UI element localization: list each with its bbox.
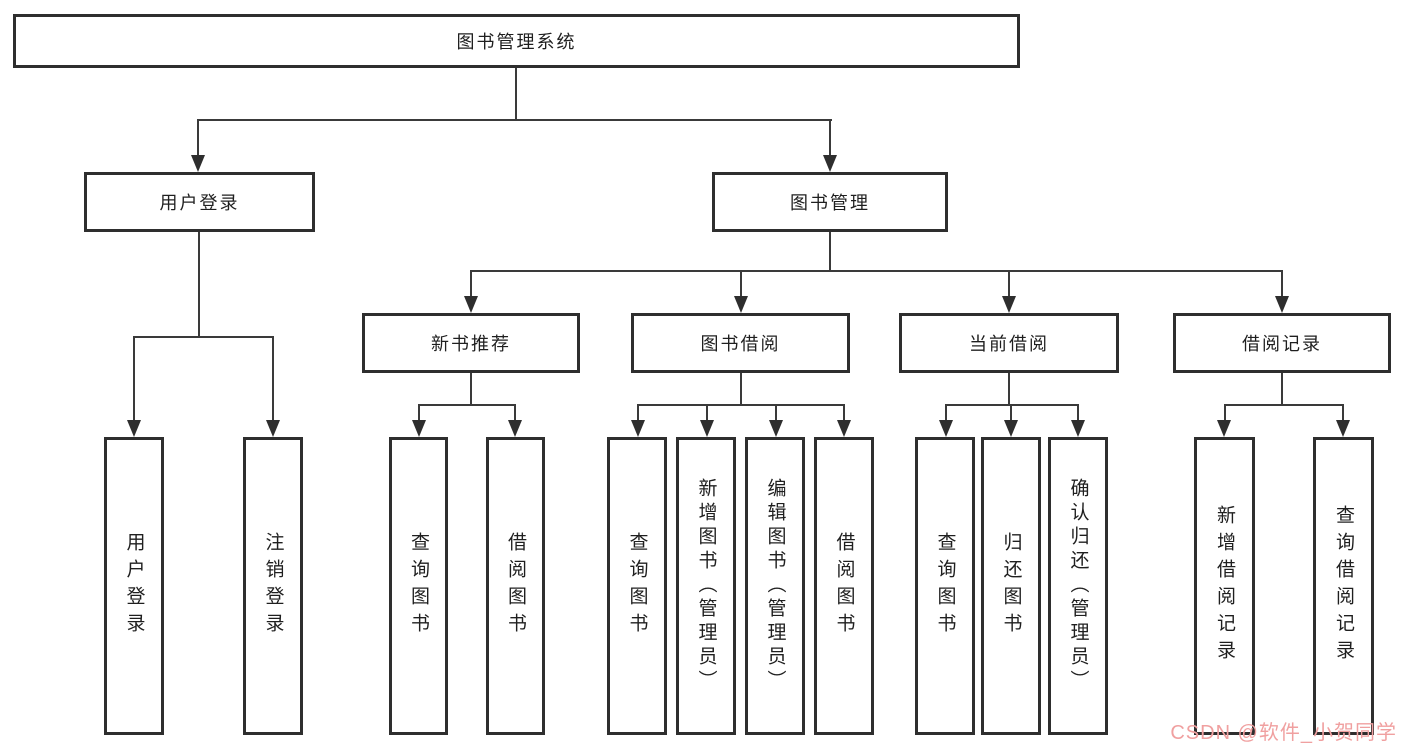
connector-line bbox=[198, 232, 200, 338]
connector-line bbox=[1342, 404, 1344, 423]
arrow-down-icon bbox=[769, 420, 783, 437]
connector-line bbox=[775, 404, 777, 423]
connector-line bbox=[470, 373, 472, 406]
arrow-down-icon bbox=[631, 420, 645, 437]
connector-line bbox=[740, 373, 742, 406]
leaf-nbr-borrow-books: 借阅图书 bbox=[486, 437, 545, 735]
connector-line bbox=[740, 270, 742, 299]
arrow-down-icon bbox=[837, 420, 851, 437]
leaf-bb-edit-books-admin: 编辑图书（管理员） bbox=[745, 437, 805, 735]
arrow-down-icon bbox=[1002, 296, 1016, 313]
arrow-down-icon bbox=[734, 296, 748, 313]
leaf-bb-add-books-admin: 新增图书（管理员） bbox=[676, 437, 736, 735]
leaf-cb-query-books: 查询图书 bbox=[915, 437, 975, 735]
leaf-bb-add-books-admin-label: 新增图书（管理员） bbox=[695, 478, 717, 694]
node-book-borrow: 图书借阅 bbox=[631, 313, 850, 373]
arrow-down-icon bbox=[412, 420, 426, 437]
arrow-down-icon bbox=[1071, 420, 1085, 437]
connector-line bbox=[197, 119, 832, 121]
connector-line bbox=[1281, 373, 1283, 406]
arrow-down-icon bbox=[191, 155, 205, 172]
connector-line bbox=[514, 404, 516, 423]
arrow-down-icon bbox=[1275, 296, 1289, 313]
node-user-login: 用户登录 bbox=[84, 172, 315, 232]
leaf-cb-confirm-return-admin-label: 确认归还（管理员） bbox=[1067, 478, 1089, 694]
connector-line bbox=[843, 404, 845, 423]
leaf-bb-borrow-books-label: 借阅图书 bbox=[833, 532, 855, 640]
node-user-login-label: 用户登录 bbox=[159, 193, 240, 213]
connector-line bbox=[197, 119, 199, 157]
watermark: CSDN @软件_小贺同学 bbox=[1170, 722, 1397, 744]
node-book-borrow-label: 图书借阅 bbox=[700, 334, 781, 354]
leaf-logout-label: 注销登录 bbox=[262, 532, 284, 640]
leaf-nbr-borrow-books-label: 借阅图书 bbox=[505, 532, 526, 640]
leaf-br-add-record: 新增借阅记录 bbox=[1194, 437, 1255, 735]
connector-line bbox=[637, 404, 639, 423]
node-root: 图书管理系统 bbox=[13, 14, 1020, 68]
leaf-cb-return-books: 归还图书 bbox=[981, 437, 1041, 735]
arrow-down-icon bbox=[700, 420, 714, 437]
leaf-br-query-record: 查询借阅记录 bbox=[1313, 437, 1374, 735]
leaf-br-add-record-label: 新增借阅记录 bbox=[1214, 505, 1235, 667]
leaf-bb-edit-books-admin-label: 编辑图书（管理员） bbox=[764, 478, 786, 694]
arrow-down-icon bbox=[508, 420, 522, 437]
arrow-down-icon bbox=[464, 296, 478, 313]
connector-line bbox=[829, 232, 831, 272]
connector-line bbox=[1008, 270, 1010, 299]
leaf-bb-query-books-label: 查询图书 bbox=[626, 532, 648, 640]
arrow-down-icon bbox=[1004, 420, 1018, 437]
arrow-down-icon bbox=[266, 420, 280, 437]
connector-line bbox=[945, 404, 947, 423]
connector-line bbox=[470, 270, 472, 299]
leaf-nbr-query-books-label: 查询图书 bbox=[408, 532, 429, 640]
arrow-down-icon bbox=[1336, 420, 1350, 437]
arrow-down-icon bbox=[127, 420, 141, 437]
connector-line bbox=[1224, 404, 1226, 423]
connector-line bbox=[418, 404, 420, 423]
leaf-nbr-query-books: 查询图书 bbox=[389, 437, 448, 735]
arrow-down-icon bbox=[1217, 420, 1231, 437]
arrow-down-icon bbox=[939, 420, 953, 437]
node-new-book-recommend-label: 新书推荐 bbox=[431, 334, 511, 354]
connector-line bbox=[133, 336, 274, 338]
connector-line bbox=[1281, 270, 1283, 299]
leaf-cb-query-books-label: 查询图书 bbox=[934, 532, 956, 640]
connector-line bbox=[272, 336, 274, 422]
connector-line bbox=[1077, 404, 1079, 423]
connector-line bbox=[470, 270, 1283, 272]
connector-line bbox=[133, 336, 135, 422]
leaf-bb-borrow-books: 借阅图书 bbox=[814, 437, 874, 735]
node-borrow-records-label: 借阅记录 bbox=[1242, 334, 1322, 354]
node-borrow-records: 借阅记录 bbox=[1173, 313, 1391, 373]
leaf-logout: 注销登录 bbox=[243, 437, 303, 735]
arrow-down-icon bbox=[823, 155, 837, 172]
node-book-management-label: 图书管理 bbox=[790, 193, 870, 213]
leaf-user-login: 用户登录 bbox=[104, 437, 164, 735]
leaf-user-login-label: 用户登录 bbox=[123, 532, 145, 640]
node-current-borrow: 当前借阅 bbox=[899, 313, 1119, 373]
node-new-book-recommend: 新书推荐 bbox=[362, 313, 580, 373]
leaf-br-query-record-label: 查询借阅记录 bbox=[1333, 505, 1354, 667]
connector-line bbox=[706, 404, 708, 423]
connector-line bbox=[418, 404, 516, 406]
connector-line bbox=[515, 68, 517, 121]
node-book-management: 图书管理 bbox=[712, 172, 948, 232]
connector-line bbox=[1010, 404, 1012, 423]
leaf-bb-query-books: 查询图书 bbox=[607, 437, 667, 735]
connector-line bbox=[945, 404, 1079, 406]
node-current-borrow-label: 当前借阅 bbox=[969, 334, 1049, 354]
leaf-cb-confirm-return-admin: 确认归还（管理员） bbox=[1048, 437, 1108, 735]
connector-line bbox=[1224, 404, 1344, 406]
connector-line bbox=[637, 404, 845, 406]
node-root-label: 图书管理系统 bbox=[456, 32, 577, 52]
connector-line bbox=[829, 119, 831, 157]
leaf-cb-return-books-label: 归还图书 bbox=[1000, 532, 1022, 640]
connector-line bbox=[1008, 373, 1010, 406]
